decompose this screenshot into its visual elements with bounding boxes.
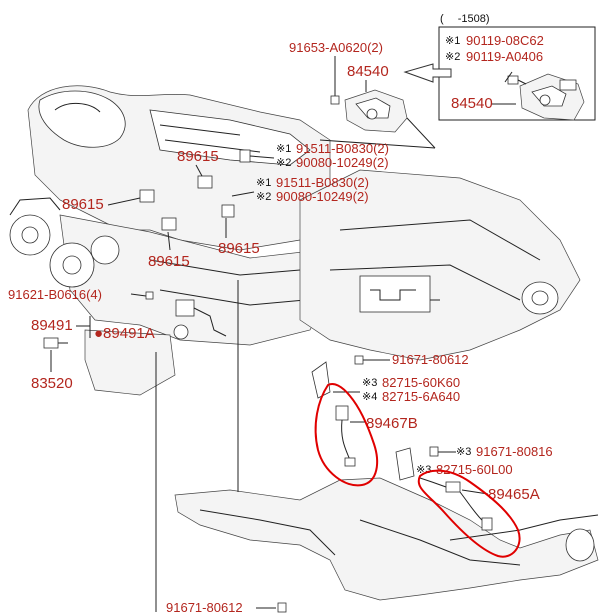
inset-box: ( -1508) ※1 90119-08C62 ※2 90119-A0406 8… (438, 13, 596, 121)
note-mark-4: ※2 (256, 191, 271, 203)
part-90080-mid: 90080-10249(2) (276, 189, 369, 204)
bottom-bolt-label: 91671-80612 (166, 600, 243, 614)
inset-note2-part: 90119-A0406 (466, 49, 543, 64)
gasket-82715-6a640: 82715-6A640 (382, 389, 460, 404)
highlight-loop-89467b (314, 383, 379, 487)
sensor-83520-drawing (43, 337, 68, 349)
bolt-91671-80816: 91671-80816 (476, 444, 553, 459)
sensor-89491a-label: ●89491A (94, 325, 155, 342)
injector-label-d: 89615 (218, 240, 260, 257)
sensor-89491-drawing (173, 299, 227, 340)
note-mark-1: ※1 (276, 143, 291, 155)
note-mark-2: ※2 (276, 157, 291, 169)
o2-sensor-a-drawing (419, 477, 493, 531)
inset-note2-mark: ※2 (445, 51, 460, 63)
neutral-switch-drawing (344, 89, 408, 133)
inset-note1-part: 90119-08C62 (466, 33, 544, 48)
note-mark-6: ※4 (362, 391, 377, 403)
note-mark-7: ※3 (456, 446, 471, 458)
bolt-84540-label: 91653-A0620(2) (289, 40, 383, 55)
bolt-91671-label: 91671-80612 (392, 352, 469, 367)
inset-note1-mark: ※1 (445, 35, 460, 47)
bolt-icon (429, 446, 439, 457)
inset-range-label: ( -1508) (440, 13, 490, 25)
switch-84540-label: 84540 (347, 63, 389, 80)
gasket-82715-60k60: 82715-60K60 (382, 375, 460, 390)
bolt-left-label: 91621-B0616(4) (8, 287, 102, 302)
note-mark-5: ※3 (362, 377, 377, 389)
injector-label-c: 89615 (148, 253, 190, 270)
part-90080-top: 90080-10249(2) (296, 155, 389, 170)
inset-switch-drawing (507, 73, 585, 121)
bolt-icon (145, 291, 154, 300)
part-91511-mid: 91511-B0830(2) (276, 175, 369, 190)
note-mark-3: ※1 (256, 177, 271, 189)
sensor-83520-label: 83520 (31, 375, 73, 392)
inset-switch-label: 84540 (451, 95, 493, 112)
highlight-loop-89465a (417, 469, 521, 558)
gasket-82715-60l00: 82715-60L00 (436, 462, 513, 477)
engine-drawing (9, 85, 331, 396)
o2-sensor-b-drawing (335, 405, 356, 467)
bolt-icon (354, 355, 364, 365)
o2-sensor-89467b-label: 89467B (366, 415, 418, 432)
arrow-left-icon (403, 63, 452, 83)
part-91511-top: 91511-B0830(2) (296, 141, 389, 156)
bracket-a-drawing (395, 447, 415, 481)
bracket-drawing (311, 361, 331, 399)
bolt-icon (330, 95, 340, 105)
injector-label-a: 89615 (177, 148, 219, 165)
transmission-drawing (299, 169, 581, 361)
bolt-icon (277, 602, 287, 613)
sensor-89491-label: 89491 (31, 317, 73, 334)
injector-label-b: 89615 (62, 196, 104, 213)
o2-sensor-89465a-label: 89465A (488, 486, 540, 503)
